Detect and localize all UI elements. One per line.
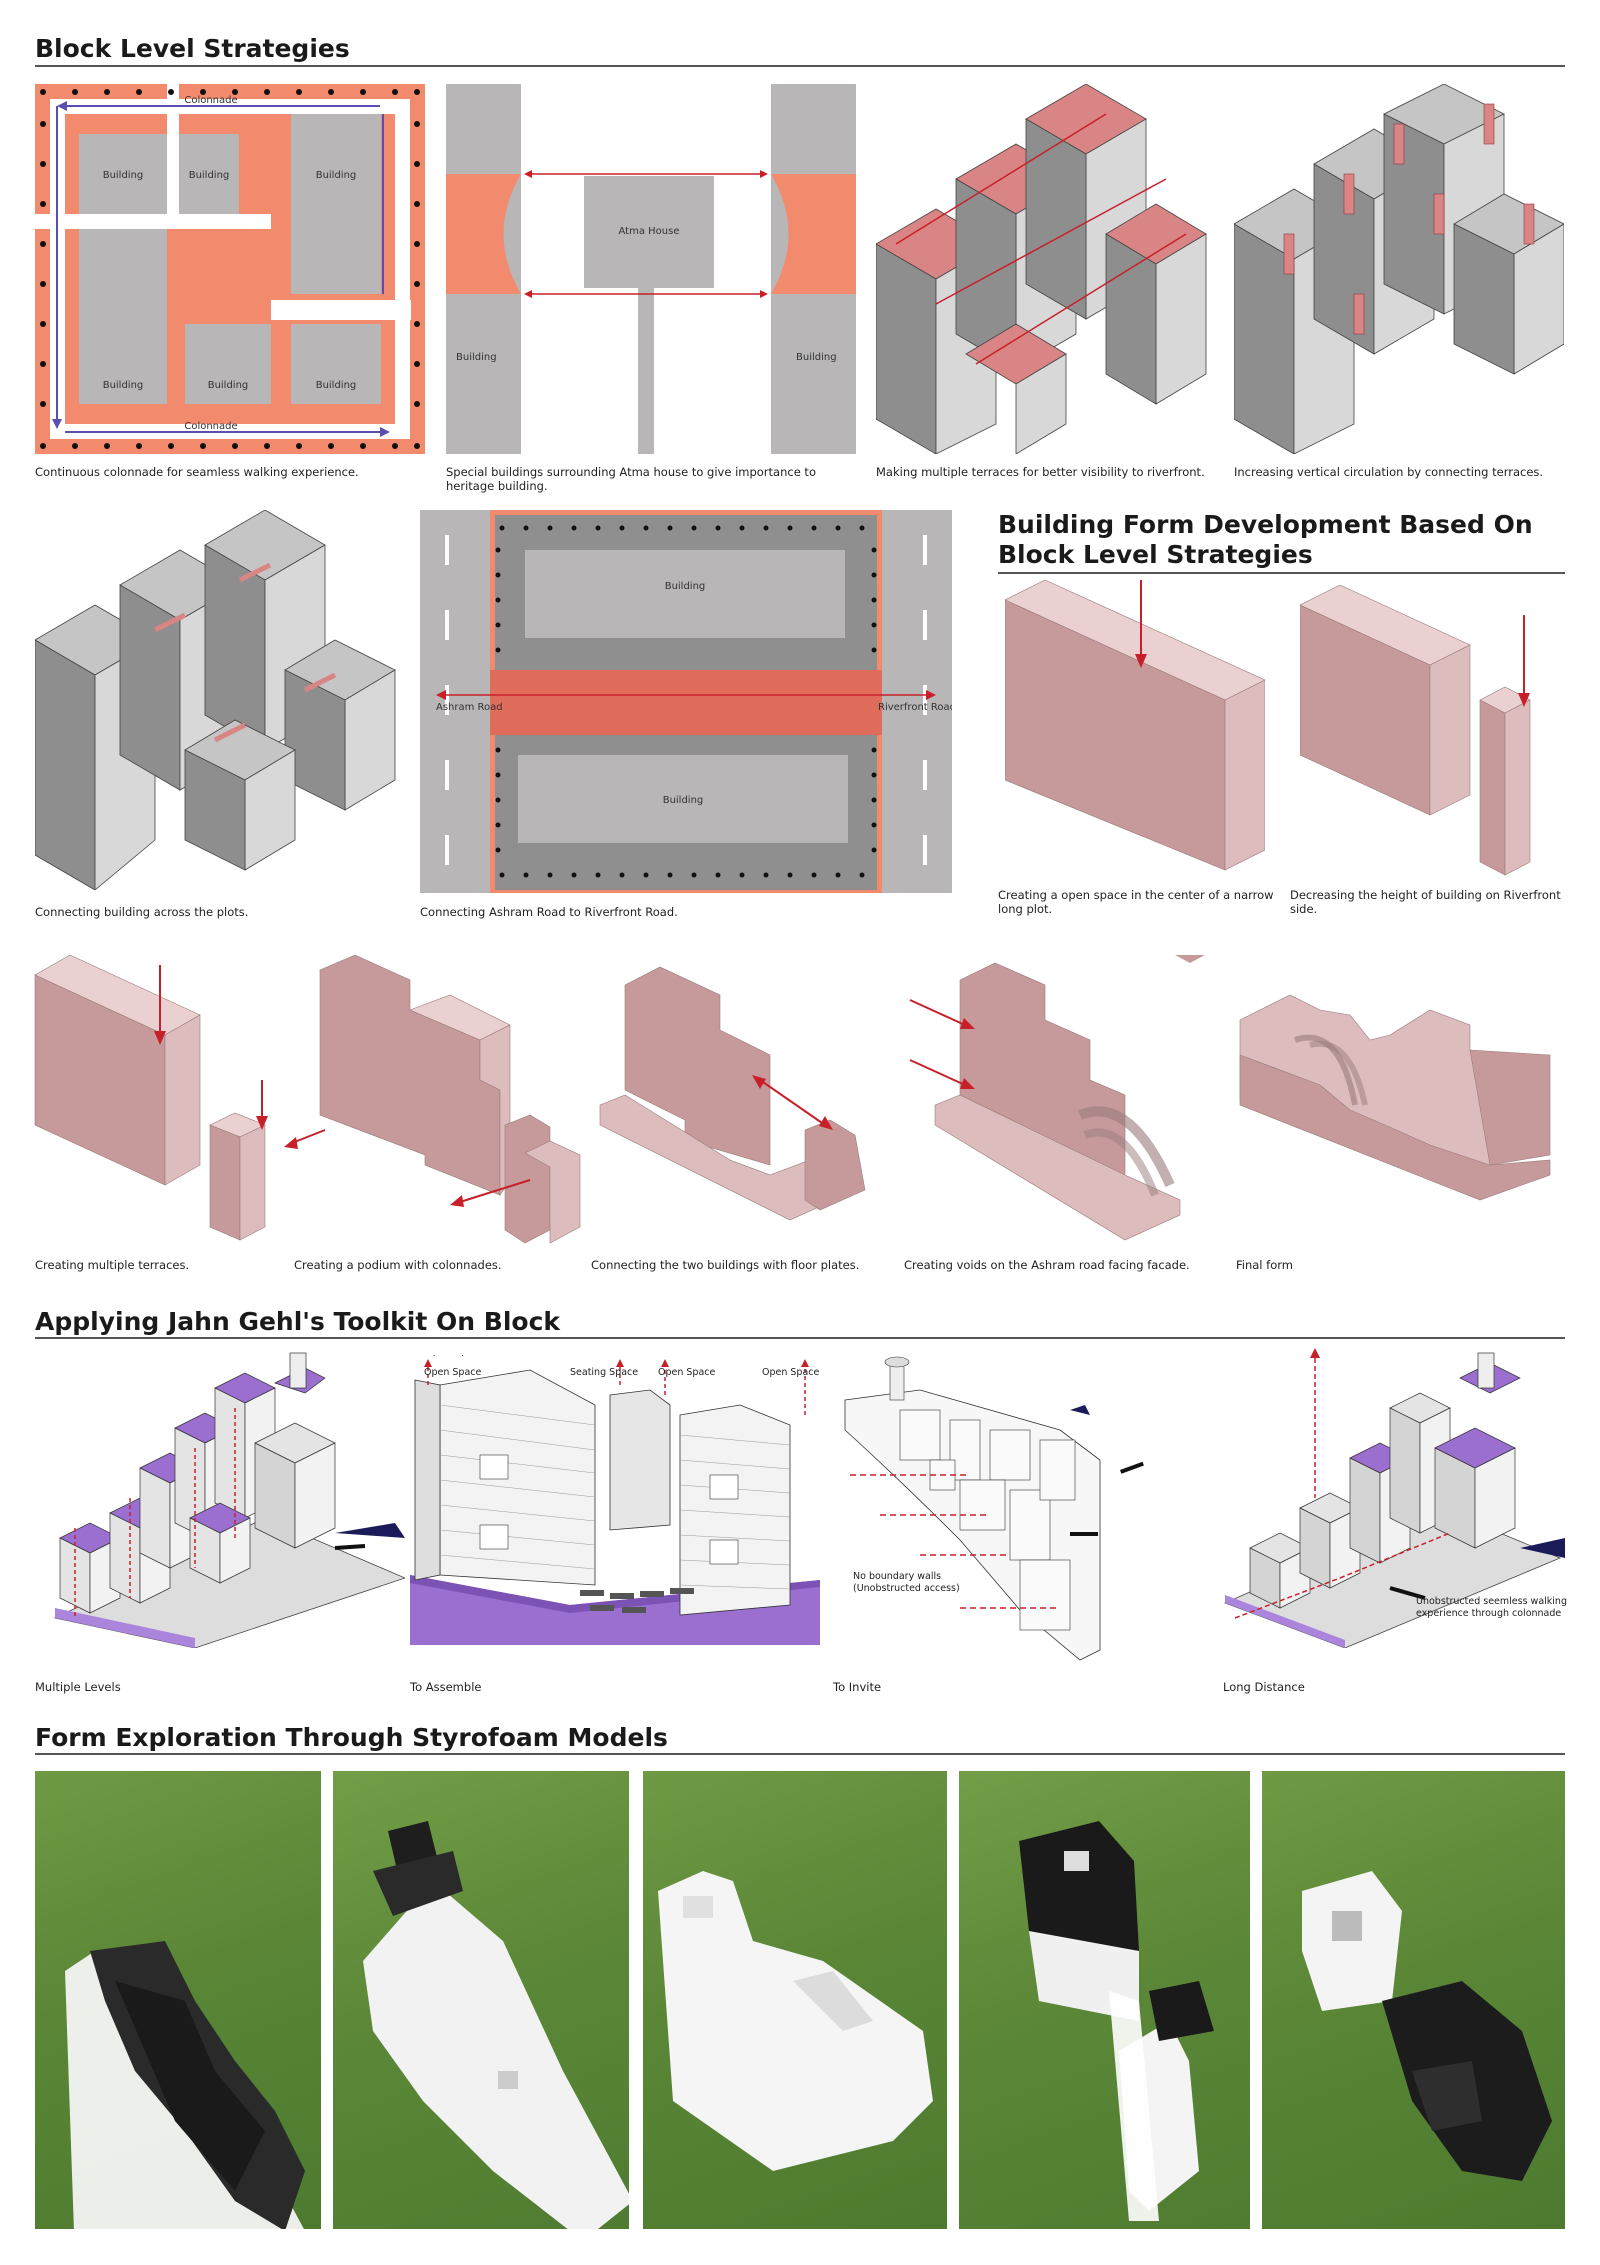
styrofoam-model-photo-5 <box>1262 1771 1565 2229</box>
caption-podium: Creating a podium with colonnades. <box>294 1258 502 1272</box>
caption-atma-house: Special buildings surrounding Atma house… <box>446 465 816 493</box>
colonnade-note-line-2: experience through colonnade <box>1416 1608 1562 1619</box>
decreasing-height-massing <box>1300 585 1531 876</box>
section-rule <box>35 1753 1565 1755</box>
building-label: Building <box>208 380 249 391</box>
vertical-circulation-diagram <box>1234 84 1564 454</box>
multiple-levels-axonometric <box>53 1352 405 1648</box>
section-title-form-development: Building Form Development Based On Block… <box>998 510 1533 569</box>
caption-decreasing-height: Decreasing the height of building on Riv… <box>1290 888 1561 916</box>
section-title-gehl: Applying Jahn Gehl's Toolkit On Block <box>35 1307 561 1336</box>
section-title-block-level: Block Level Strategies <box>35 34 350 63</box>
open-space-label: Open Space <box>658 1367 716 1378</box>
colonnade-label: Colonnade <box>184 421 237 432</box>
ashram-riverfront-plan: Ashram Road Riverfront Road Building Bui… <box>420 510 952 893</box>
styrofoam-model-photo-1 <box>35 1771 321 2229</box>
building-label: Building <box>456 352 497 363</box>
building-label: Building <box>316 380 357 391</box>
building-label: Building <box>663 795 704 806</box>
connecting-buildings-diagram <box>35 510 396 890</box>
caption-voids: Creating voids on the Ashram road facing… <box>904 1258 1190 1272</box>
invite-axonometric <box>844 1356 1144 1661</box>
section-rule <box>998 572 1565 574</box>
building-label: Building <box>103 170 144 181</box>
section-rule <box>35 1337 1565 1339</box>
caption-final-form: Final form <box>1236 1258 1293 1272</box>
styrofoam-model-photo-3 <box>643 1771 947 2229</box>
caption-multiple-terraces: Creating multiple terraces. <box>35 1258 190 1272</box>
building-label: Building <box>796 352 837 363</box>
caption-to-assemble: To Assemble <box>410 1680 482 1694</box>
unobstructed-access-label: (Unobstructed access) <box>853 1583 960 1594</box>
caption-open-space: Creating a open space in the center of a… <box>998 888 1274 916</box>
terraces-diagram <box>876 84 1207 454</box>
building-label: Building <box>665 581 706 592</box>
riverfront-road-label: Riverfront Road <box>878 702 952 713</box>
open-space-label: Open Space <box>762 1367 820 1378</box>
building-label: Building <box>103 380 144 391</box>
caption-multiple-levels: Multiple Levels <box>35 1680 121 1694</box>
building-label: Building <box>189 170 230 181</box>
seating-space-label: Seating Space <box>570 1367 639 1378</box>
ashram-road-label: Ashram Road <box>436 702 503 713</box>
open-space-massing <box>1005 580 1265 871</box>
colonnade-note-line-1: Unobstructed seemless walking <box>1416 1596 1567 1607</box>
caption-terraces: Making multiple terraces for better visi… <box>876 465 1205 479</box>
caption-long-distance: Long Distance <box>1223 1680 1305 1694</box>
atma-house-label: Atma House <box>619 226 680 237</box>
caption-vertical-circulation: Increasing vertical circulation by conne… <box>1234 465 1544 479</box>
open-space-label: Open Space <box>424 1367 482 1378</box>
colonnade-label: Colonnade <box>184 95 237 106</box>
long-distance-axonometric <box>1223 1348 1565 1648</box>
caption-colonnade: Continuous colonnade for seamless walkin… <box>35 465 359 479</box>
caption-to-invite: To Invite <box>833 1680 882 1694</box>
no-boundary-label: No boundary walls <box>853 1571 942 1582</box>
caption-connecting-buildings: Connecting building across the plots. <box>35 905 249 919</box>
colonnade-plan-diagram: Colonnade Colonnade Building Building Bu… <box>35 84 425 454</box>
caption-floor-plates: Connecting the two buildings with floor … <box>591 1258 860 1272</box>
caption-ashram-riverfront: Connecting Ashram Road to Riverfront Roa… <box>420 905 678 919</box>
section-rule <box>35 65 1565 67</box>
section-title-styrofoam: Form Exploration Through Styrofoam Model… <box>35 1723 668 1752</box>
assemble-perspective: Open Space <box>410 1355 820 1645</box>
styrofoam-model-photo-4 <box>959 1771 1250 2229</box>
building-label: Building <box>316 170 357 181</box>
styrofoam-model-photo-2 <box>333 1771 629 2229</box>
atma-house-diagram: Atma House Building Building <box>446 84 856 454</box>
open-space-label: Open Space <box>425 1355 485 1357</box>
form-development-steps <box>34 955 1551 1244</box>
